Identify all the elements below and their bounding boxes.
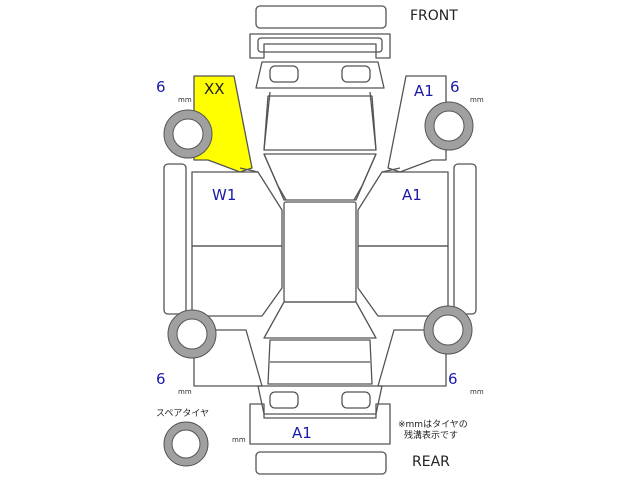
roof [283, 201, 357, 303]
right-front-fender [387, 75, 447, 173]
rear-window [263, 301, 377, 339]
spare-tire-label: スペアタイヤ [156, 409, 210, 419]
left-rear-quarter [193, 329, 263, 387]
taillight-right [341, 391, 371, 409]
right-front-door [357, 171, 449, 247]
front-left-tread-value: 6 [156, 78, 166, 96]
rear-right-tread-value: 6 [448, 370, 458, 388]
rear-deck [267, 339, 373, 385]
tires [163, 101, 474, 467]
front-left-tread-unit: mm [178, 96, 192, 104]
front-right-tread-value: 6 [450, 78, 460, 96]
front-right-door-code: A1 [402, 186, 422, 204]
left-rear-door [191, 245, 283, 317]
rear-label: REAR [412, 454, 450, 470]
front-right-tread-unit: mm [470, 96, 484, 104]
rear-nose [257, 385, 383, 415]
headlight-right [341, 65, 371, 83]
tread-note-line1: ※mmはタイヤの [398, 420, 468, 430]
hood [263, 95, 377, 151]
rear-left-tread-value: 6 [156, 370, 166, 388]
spare-tread-unit: mm [232, 436, 246, 444]
rear-right-tread-unit: mm [470, 388, 484, 396]
rear-bumper-bar [255, 451, 387, 475]
rear-left-tread-unit: mm [178, 388, 192, 396]
left-rocker [163, 163, 187, 315]
front-left-fender-code: XX [204, 80, 225, 98]
rear-bumper-code: A1 [292, 424, 312, 442]
front-nose [255, 61, 385, 89]
rear-bumper [249, 403, 391, 445]
windshield [263, 153, 377, 201]
front-bumper [249, 33, 391, 59]
tread-note: ※mmはタイヤの 残溝表示です [398, 420, 468, 442]
taillight-left [269, 391, 299, 409]
front-right-fender-code: A1 [414, 82, 434, 100]
right-rear-door [357, 245, 449, 317]
headlight-left [269, 65, 299, 83]
front-label: FRONT [410, 8, 458, 24]
left-front-door [191, 171, 283, 247]
front-bumper-bar [255, 5, 387, 29]
tread-note-line2: 残溝表示です [404, 431, 459, 441]
right-rocker [453, 163, 477, 315]
front-left-door-code: W1 [212, 186, 237, 204]
